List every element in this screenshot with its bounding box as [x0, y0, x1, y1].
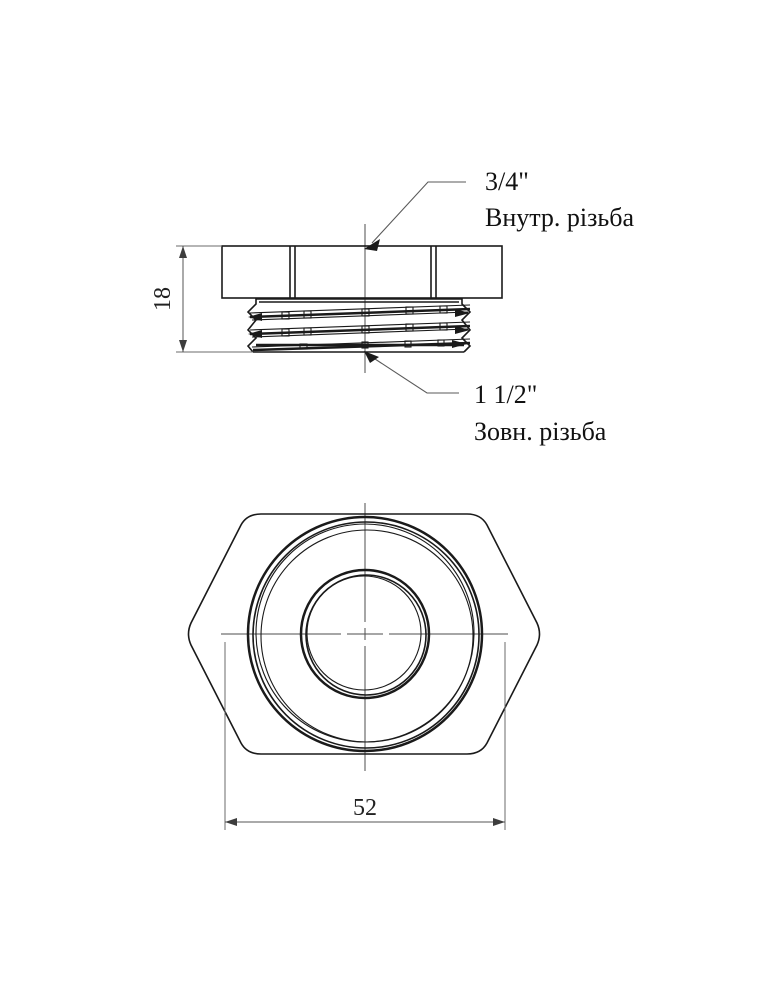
- internal-bore-circles: [299, 568, 431, 700]
- front-view-centerlines: [221, 503, 508, 771]
- dim-arrow-left: [225, 818, 237, 826]
- external-thread-leader: [371, 356, 459, 394]
- internal-thread-type: Внутр. різьба: [485, 203, 635, 232]
- internal-thread-annotation: 3/4" Внутр. різьба: [364, 167, 635, 251]
- hexagon-outline: [187, 513, 541, 755]
- dim-arrow-down: [179, 340, 187, 352]
- front-view: 52: [187, 503, 541, 830]
- hex-head-profile: [221, 245, 503, 299]
- external-thread-type: Зовн. різьба: [474, 417, 607, 446]
- height-dimension-value: 18: [150, 287, 176, 311]
- external-thread-size: 1 1/2": [474, 380, 537, 409]
- external-thread-circles: [246, 515, 484, 753]
- internal-thread-arrowhead: [364, 239, 380, 251]
- external-thread-profile: [246, 298, 472, 353]
- height-dimension: 18: [150, 245, 253, 353]
- width-dimension: 52: [224, 642, 506, 830]
- internal-thread-leader: [371, 181, 466, 244]
- external-thread-annotation: 1 1/2" Зовн. різьба: [364, 351, 607, 446]
- dim-arrow-right: [493, 818, 505, 826]
- internal-thread-size: 3/4": [485, 167, 529, 196]
- side-section-view: 18 3/4" Внутр. різьба 1 1/2" Зовн. різьб…: [150, 167, 635, 446]
- external-thread-arrowhead: [364, 351, 379, 363]
- dim-arrow-up: [179, 246, 187, 258]
- width-dimension-value: 52: [353, 795, 377, 821]
